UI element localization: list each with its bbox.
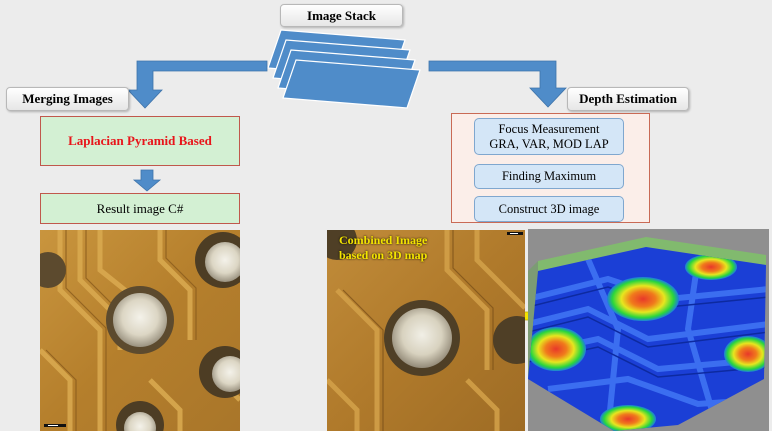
- result-image-box: Result image C#: [40, 193, 240, 224]
- combined-photo-graphic: [327, 230, 525, 431]
- focus-measurement-title: Focus Measurement: [498, 121, 600, 136]
- finding-maximum-text: Finding Maximum: [501, 169, 597, 183]
- focus-measurement-sub: GRA, VAR, MOD LAP: [489, 136, 609, 151]
- depth-map-3d: [528, 229, 769, 431]
- merging-images-text: Merging Images: [22, 91, 113, 106]
- image-stack-icon: [267, 29, 421, 109]
- combined-image-caption: Combined Image based on 3D map: [339, 233, 459, 263]
- arrow-to-merging: [127, 60, 268, 109]
- finding-maximum-step: Finding Maximum: [474, 164, 624, 189]
- laplacian-pyramid-text: Laplacian Pyramid Based: [68, 133, 212, 148]
- result-photo-graphic: [40, 230, 240, 431]
- merging-images-label: Merging Images: [6, 87, 129, 111]
- construct-3d-text: Construct 3D image: [498, 201, 600, 216]
- arrow-to-result: [132, 169, 162, 192]
- construct-3d-step: Construct 3D image: [474, 196, 624, 222]
- depth-map-graphic: [528, 229, 769, 431]
- focus-measurement-step: Focus Measurement GRA, VAR, MOD LAP: [474, 118, 624, 155]
- depth-estimation-text: Depth Estimation: [579, 91, 677, 106]
- combined-photo: [327, 230, 525, 431]
- arrow-to-depth: [428, 60, 567, 108]
- image-stack-label: Image Stack: [280, 4, 403, 27]
- caption-line-2: based on 3D map: [339, 248, 428, 262]
- result-image-text: Result image C#: [96, 200, 184, 216]
- image-stack-text: Image Stack: [307, 7, 376, 23]
- laplacian-pyramid-box: Laplacian Pyramid Based: [40, 116, 240, 166]
- caption-line-1: Combined Image: [339, 233, 428, 247]
- result-photo: [40, 230, 240, 431]
- depth-estimation-label: Depth Estimation: [567, 87, 689, 111]
